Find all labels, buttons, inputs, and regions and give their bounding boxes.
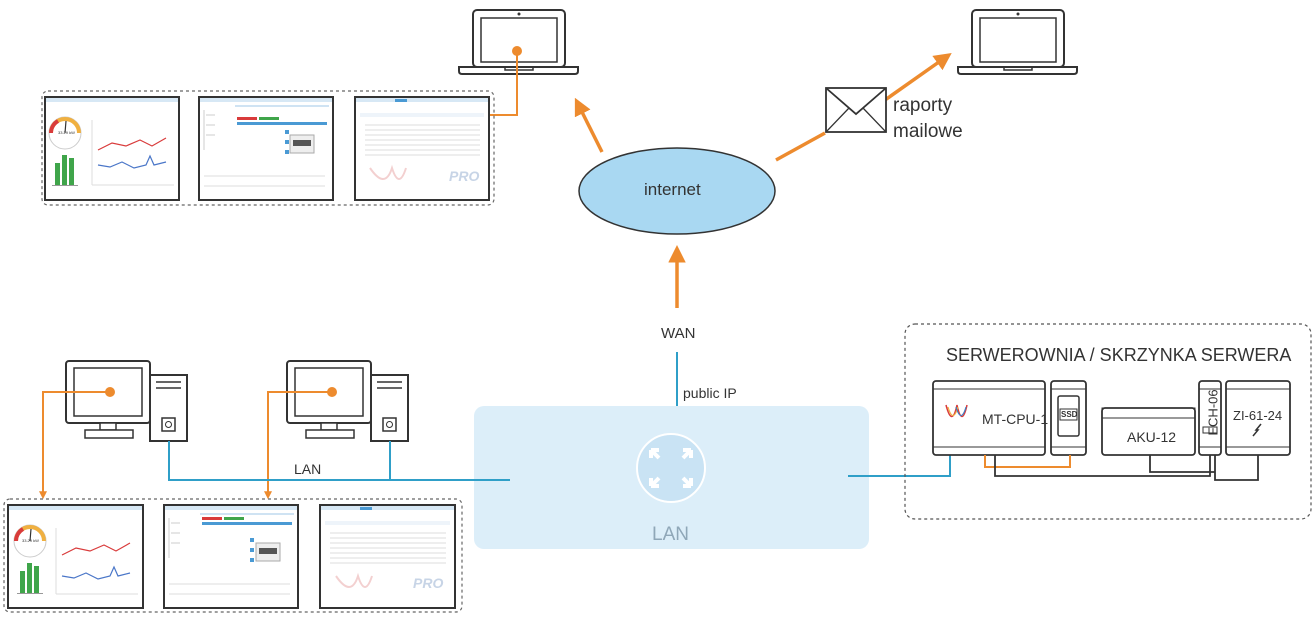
public-ip-label: public IP	[683, 385, 737, 401]
app-screen-table-top	[354, 96, 490, 201]
server-room-title: SERWEROWNIA / SKRZYNKA SERWERA	[946, 345, 1292, 365]
module-ssd	[1050, 380, 1087, 456]
laptop-top-right-icon	[957, 9, 1078, 75]
app-screen-dashboard-top	[44, 96, 180, 201]
desktop-computer-left-icon	[65, 360, 188, 442]
lan-router-label: LAN	[652, 524, 689, 545]
module-battery-label: AKU-12	[1127, 429, 1177, 445]
module-battery	[1101, 407, 1196, 456]
gauge-value-bottom: 33.29 kW	[22, 538, 39, 543]
module-ssd-label: SSD	[1061, 410, 1078, 419]
laptop-top-left-icon	[458, 9, 579, 75]
app-screen-config-bottom	[163, 504, 299, 609]
app-screen-dashboard-bottom	[7, 504, 144, 609]
gauge-value-top: 33.29 kW	[58, 130, 75, 135]
lan-cable-label: LAN	[294, 461, 322, 477]
module-power-supply-label: ZI-61-24	[1233, 408, 1283, 423]
module-connector-label: ECH-06	[1205, 389, 1221, 436]
email-reports-label-line1: raporty	[893, 95, 953, 116]
module-cpu	[932, 380, 1046, 456]
server-room-box	[904, 323, 1312, 520]
pro-badge-bottom: PRO	[413, 575, 444, 591]
pro-badge-top: PRO	[449, 168, 480, 184]
app-screen-table-bottom	[319, 504, 456, 609]
module-power-supply	[1225, 380, 1291, 456]
desktop-computer-right-icon	[286, 360, 409, 442]
internet-label: internet	[644, 180, 701, 199]
router-icon	[636, 433, 706, 503]
app-screen-config-top	[198, 96, 334, 201]
module-cpu-label: MT-CPU-1	[982, 411, 1049, 427]
email-reports-label-line2: mailowe	[893, 121, 963, 142]
wan-label: WAN	[661, 325, 696, 342]
internet-cloud	[578, 147, 776, 235]
email-envelope-icon	[825, 87, 887, 133]
